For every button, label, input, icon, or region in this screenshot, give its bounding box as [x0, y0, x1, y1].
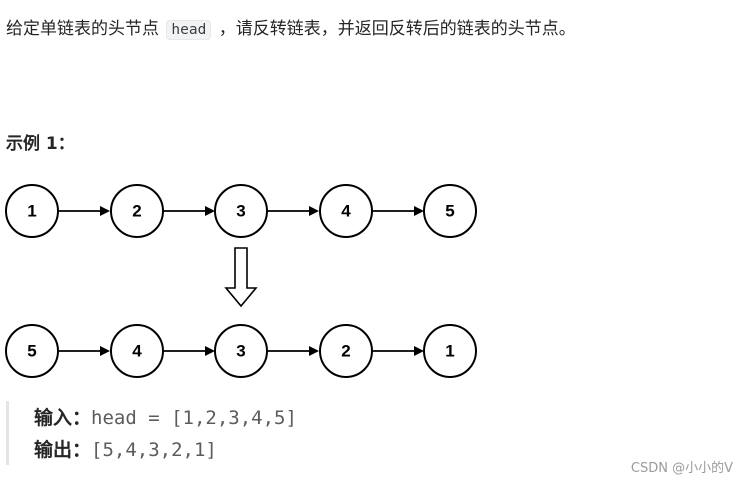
- top-edge-3-arrowhead: [309, 206, 319, 216]
- bottom-list-nodes: 5 4 3 2 1: [5, 324, 477, 378]
- bottom-node-2-label: 4: [132, 342, 142, 361]
- bottom-node-3-label: 3: [236, 342, 245, 361]
- top-edge-2-arrowhead: [205, 206, 215, 216]
- input-line: 输入：head = [1,2,3,4,5]: [34, 403, 297, 433]
- output-line: 输出：[5,4,3,2,1]: [34, 435, 217, 465]
- csdn-watermark: CSDN @小小的V: [630, 461, 733, 476]
- bottom-node-4-label: 2: [341, 342, 350, 361]
- top-list-nodes: 1 2 3 4 5: [5, 184, 477, 238]
- bottom-node-1-label: 5: [27, 342, 36, 361]
- example-io-block: 输入：head = [1,2,3,4,5] 输出：[5,4,3,2,1]: [6, 401, 339, 465]
- bottom-edge-4-arrowhead: [414, 346, 424, 356]
- top-node-5-label: 5: [445, 202, 454, 221]
- bottom-node-4: 2: [319, 324, 373, 378]
- bottom-node-3: 3: [214, 324, 268, 378]
- top-edge-1-arrowhead: [100, 206, 110, 216]
- bottom-edge-3-arrowhead: [309, 346, 319, 356]
- output-value: [5,4,3,2,1]: [91, 439, 217, 461]
- input-label: 输入：: [34, 407, 92, 429]
- input-value: head = [1,2,3,4,5]: [91, 407, 297, 429]
- top-node-3-label: 3: [236, 202, 245, 221]
- top-node-5: 5: [423, 184, 477, 238]
- top-node-2-label: 2: [132, 202, 141, 221]
- top-node-4-label: 4: [341, 202, 351, 221]
- bottom-node-1: 5: [5, 324, 59, 378]
- bottom-edge-2-arrowhead: [205, 346, 215, 356]
- example-title: 示例 1：: [6, 134, 75, 154]
- top-node-4: 4: [319, 184, 373, 238]
- bottom-list-edges: [59, 346, 424, 356]
- top-node-1: 1: [5, 184, 59, 238]
- problem-text-suffix: ，请反转链表，并返回反转后的链表的头节点。: [218, 19, 576, 39]
- top-node-3: 3: [214, 184, 268, 238]
- bottom-node-5: 1: [423, 324, 477, 378]
- bottom-edge-1-arrowhead: [100, 346, 110, 356]
- problem-statement: 给定单链表的头节点 head ，请反转链表，并返回反转后的链表的头节点。: [6, 14, 576, 45]
- inline-code-head: head: [166, 20, 212, 40]
- bottom-node-2: 4: [110, 324, 164, 378]
- top-edge-4-arrowhead: [414, 206, 424, 216]
- top-node-1-label: 1: [27, 202, 36, 221]
- output-label: 输出：: [34, 439, 92, 461]
- top-list-edges: [59, 206, 424, 216]
- bottom-node-5-label: 1: [445, 342, 454, 361]
- problem-text-prefix: 给定单链表的头节点: [6, 19, 159, 39]
- transform-down-arrow-icon: [224, 247, 258, 308]
- top-node-2: 2: [110, 184, 164, 238]
